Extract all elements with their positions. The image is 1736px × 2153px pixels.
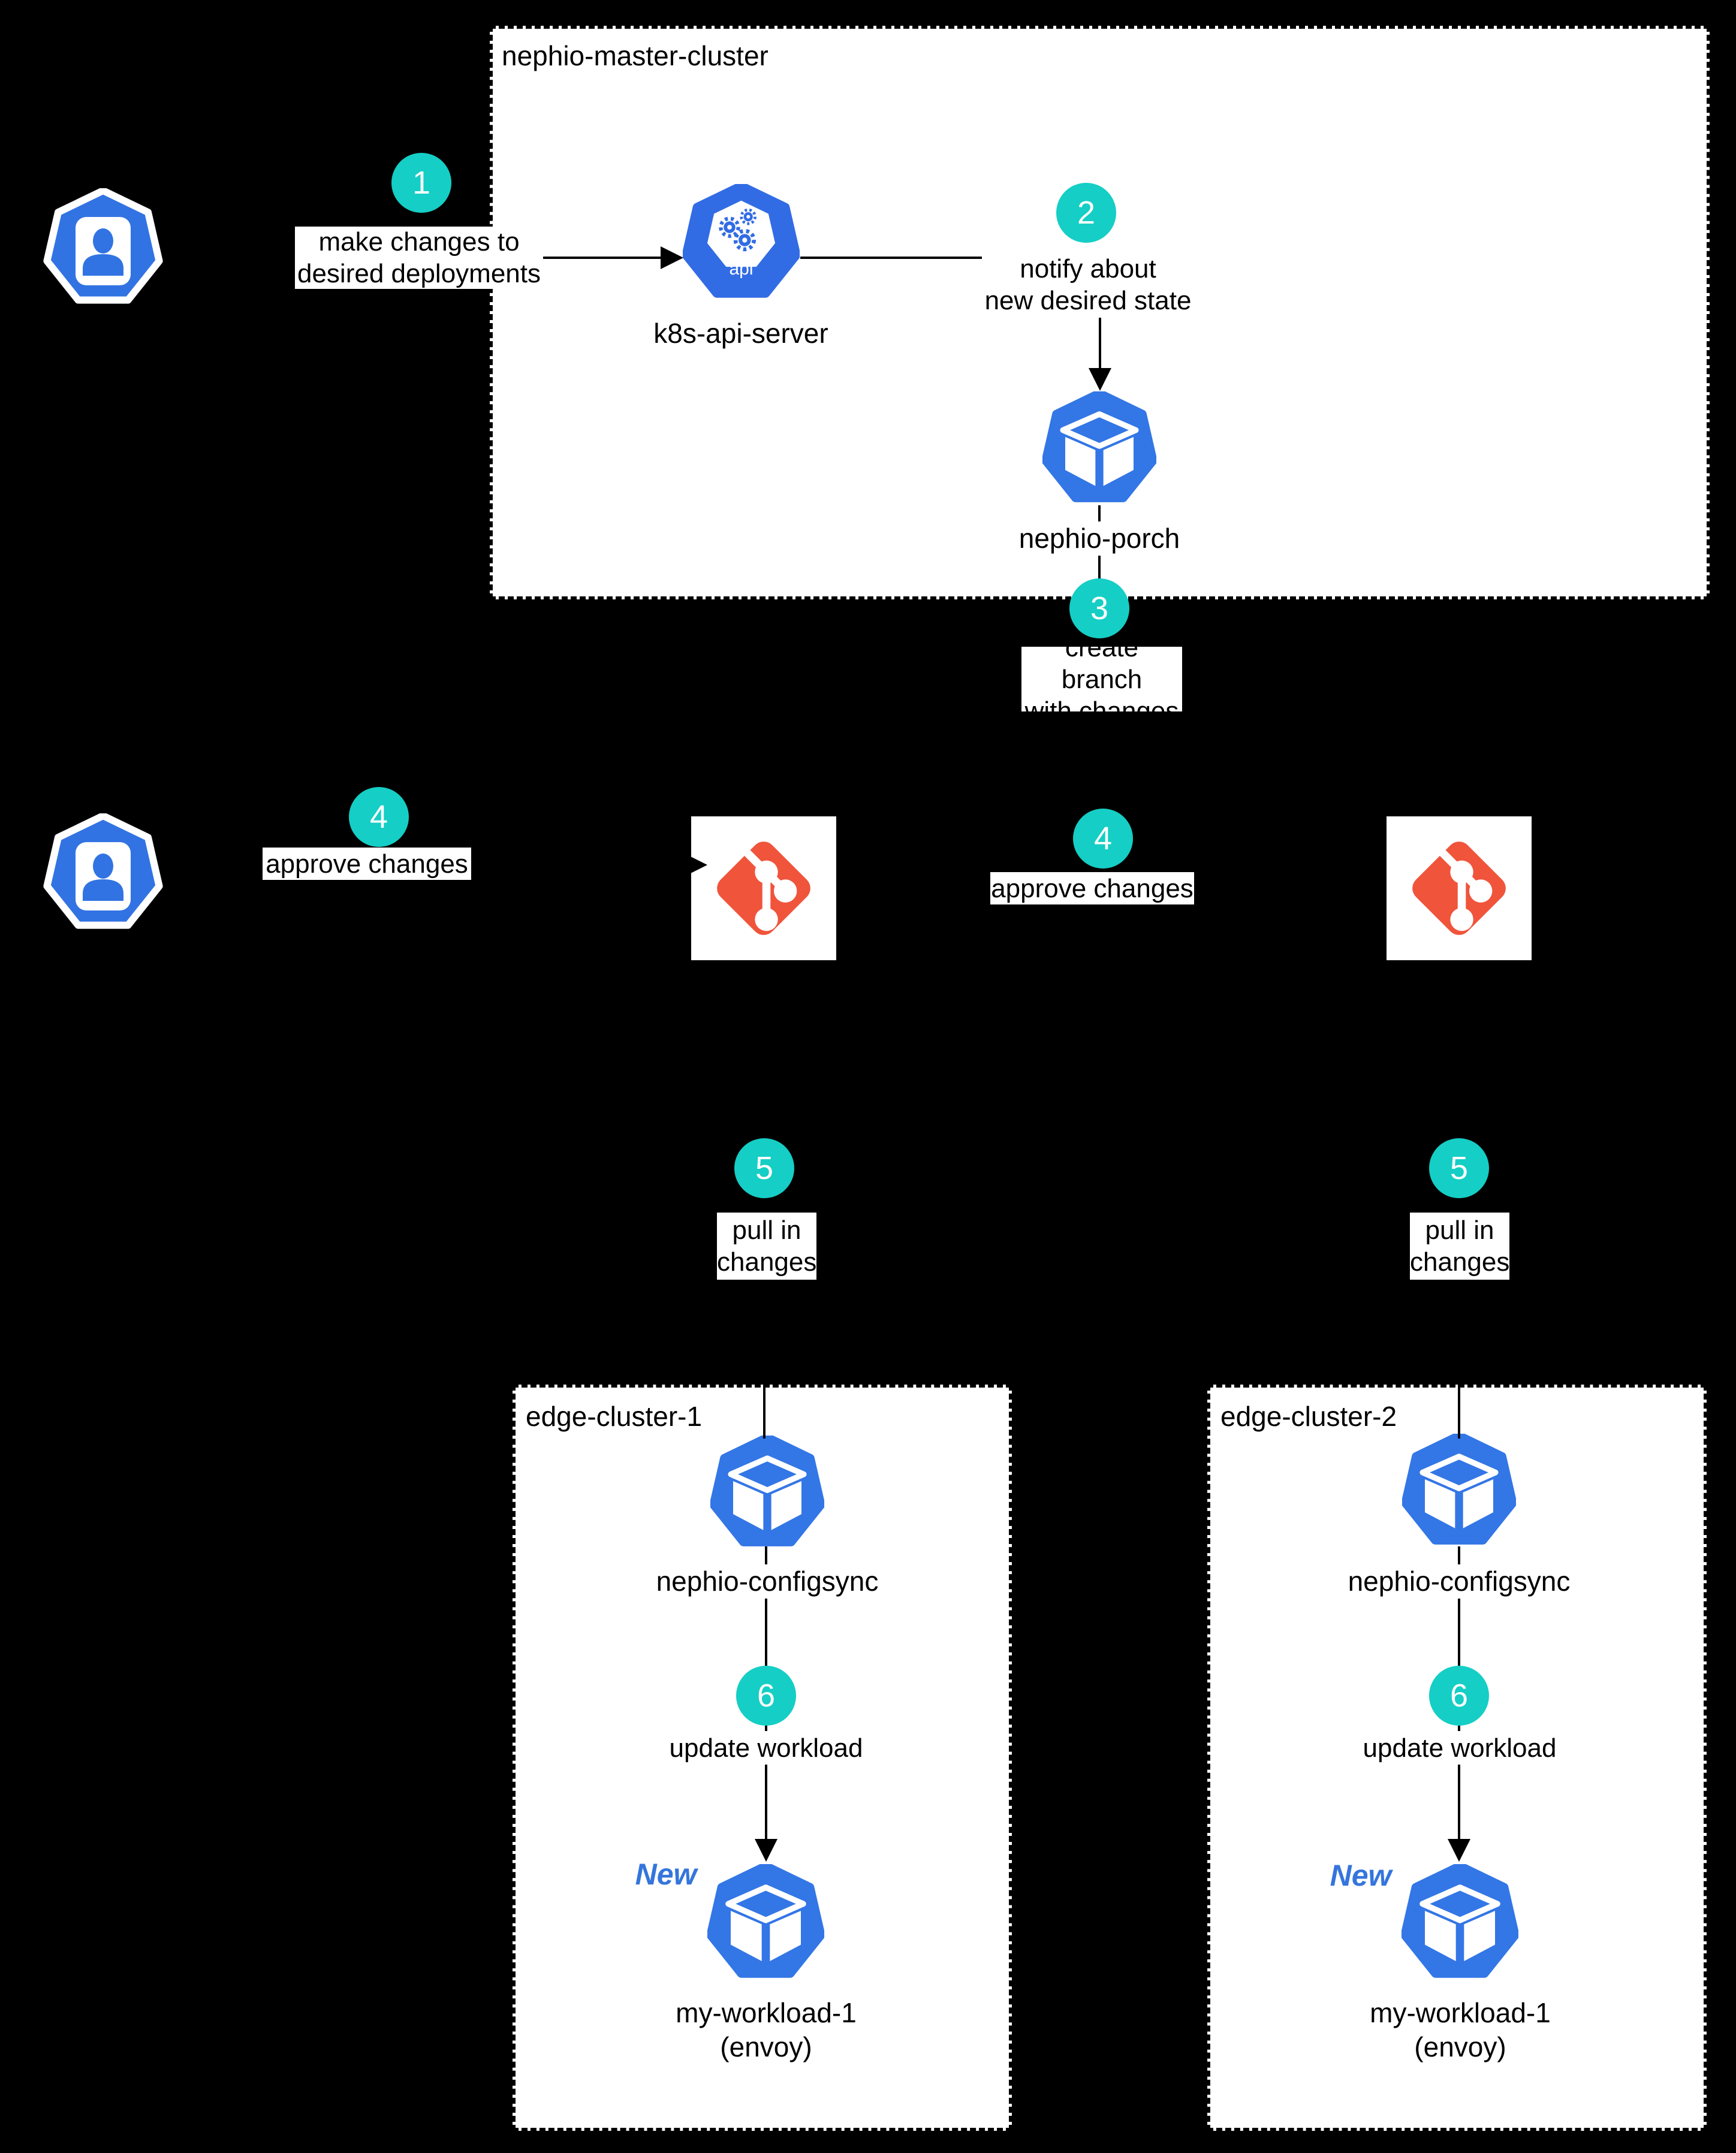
step-badge-4-left: 4 [349,787,409,847]
label-notify-line1: notify about [1020,254,1156,284]
label-create-branch-line1: create branch [1061,632,1143,694]
label-pull-left-line1: pull in [732,1216,801,1245]
nephio-configsync-icon-right [1402,1434,1516,1548]
cluster-title-edge-2: edge-cluster-2 [1220,1401,1397,1432]
workload-label-left-line1: my-workload-1 [676,1997,857,2028]
label-notify-line2: new desired state [984,286,1192,315]
step-badge-5-left: 5 [734,1138,794,1198]
workload-icon-left [707,1864,824,1981]
new-badge-left: New [635,1858,697,1891]
label-make-changes-line2: desired deployments [297,259,541,288]
label-make-changes-line1: make changes to [318,227,520,257]
person-icon-approver [43,813,163,933]
git-repo-icon-left [691,816,836,960]
label-pull-in-changes-right: pull in changes [1410,1213,1509,1280]
label-create-branch: create branch with changes [1021,633,1182,726]
workload-label-right: my-workload-1 (envoy) [1310,1996,1610,2064]
step-badge-3: 3 [1069,578,1129,638]
workload-label-left: my-workload-1 (envoy) [616,1996,916,2064]
new-badge-right: New [1330,1859,1392,1892]
label-pull-right-line2: changes [1410,1247,1510,1277]
step-badge-2: 2 [1056,183,1116,243]
nephio-porch-label: nephio-porch [997,521,1201,556]
step-badge-6-left: 6 [736,1666,796,1726]
step-badge-4-right: 4 [1073,809,1133,869]
label-make-changes: make changes to desired deployments [295,227,543,289]
step-badge-5-right: 5 [1429,1138,1489,1198]
nephio-configsync-label-left: nephio-configsync [647,1564,887,1599]
nephio-configsync-label-right: nephio-configsync [1339,1564,1579,1599]
kubernetes-api-server-icon [683,184,800,301]
cluster-title-edge-1: edge-cluster-1 [526,1401,703,1432]
workload-label-right-line2: (envoy) [1414,2031,1506,2062]
cluster-title-master: nephio-master-cluster [502,40,768,71]
label-update-workload-right: update workload [1358,1731,1562,1765]
connector-git-left-to-configsync [763,960,765,1439]
workload-icon-right [1402,1864,1518,1981]
step-badge-6-right: 6 [1429,1666,1489,1726]
git-repo-icon-right [1387,816,1532,960]
label-update-workload-left: update workload [664,1731,868,1765]
arrowhead-into-apiserver [661,246,683,269]
connector-apiserver-to-porch-h [800,257,1101,259]
label-approve-changes-right: approve changes [990,872,1194,904]
api-icon-text: api [729,259,754,279]
label-notify: notify about new desired state [982,252,1194,318]
label-pull-left-line2: changes [717,1247,817,1277]
workload-label-right-line1: my-workload-1 [1370,1997,1551,2028]
label-approve-changes-left: approve changes [263,848,471,880]
workload-label-left-line2: (envoy) [720,2031,812,2062]
label-create-branch-line2: with changes [1024,696,1179,726]
nephio-configsync-icon-left [710,1436,824,1549]
arrowhead-into-git-left [685,854,707,876]
arrowhead-into-workload-right [1448,1839,1470,1862]
label-pull-in-changes-left: pull in changes [717,1213,816,1280]
label-pull-right-line1: pull in [1425,1216,1494,1245]
k8s-api-server-label: k8s-api-server [653,318,828,349]
step-badge-1: 1 [391,153,451,213]
person-icon-operator-top [43,188,163,308]
arrowhead-into-porch [1089,368,1111,391]
arrowhead-into-workload-left [755,1839,777,1862]
connector-git-right-to-configsync [1458,960,1460,1439]
nephio-porch-icon [1042,391,1156,505]
